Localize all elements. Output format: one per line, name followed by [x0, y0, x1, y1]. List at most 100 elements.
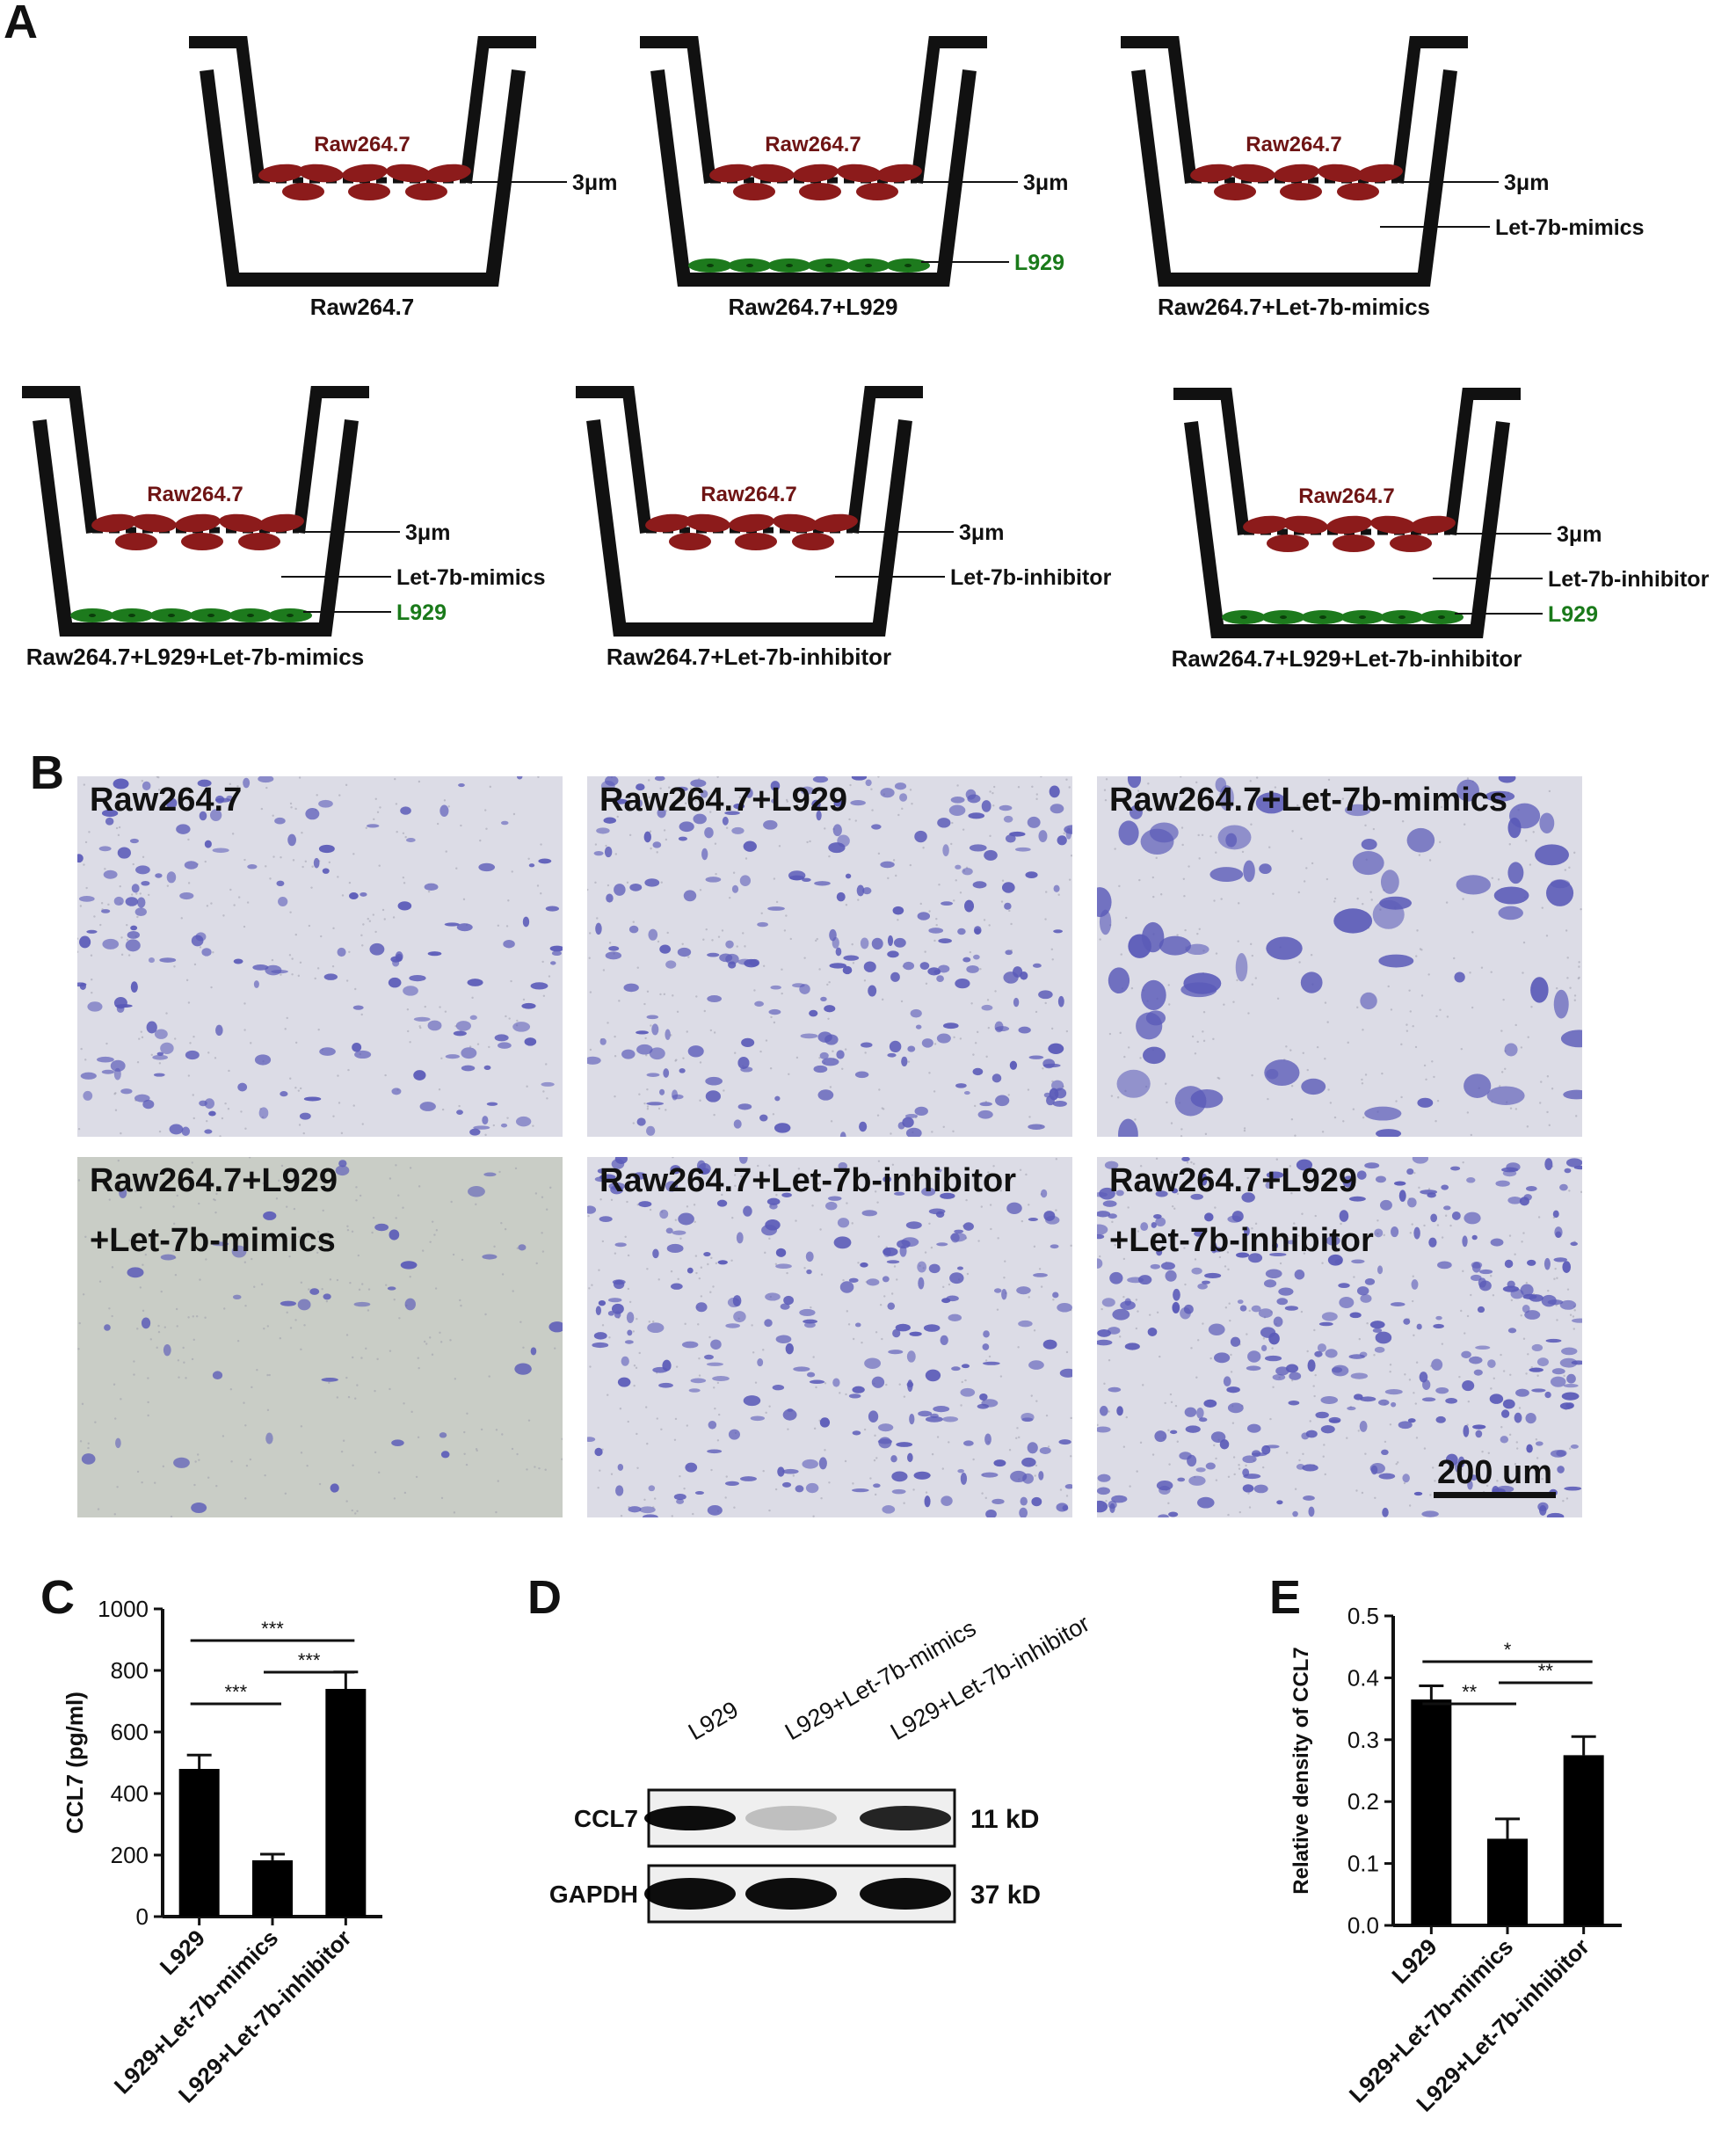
stained-cell — [113, 778, 129, 789]
stained-cell — [212, 1371, 223, 1380]
stained-cell — [887, 935, 894, 947]
stained-cell — [893, 937, 906, 948]
stained-cell — [209, 809, 222, 822]
stained-cell — [1038, 830, 1048, 842]
l929-nucleus — [865, 264, 872, 267]
stained-cell — [1101, 1298, 1115, 1307]
stained-cell — [215, 1024, 223, 1037]
raw-cell-lower — [238, 533, 280, 550]
upper-chamber-label: Raw264.7 — [1298, 484, 1394, 508]
stained-cell — [247, 864, 258, 870]
stained-cell — [1184, 1407, 1197, 1417]
stained-cell — [695, 1302, 708, 1313]
stained-cell — [962, 957, 971, 963]
stained-cell — [737, 1103, 752, 1110]
stained-cell — [921, 1187, 936, 1197]
stained-cell — [551, 950, 562, 957]
stained-cell — [1471, 1234, 1478, 1241]
stained-cell — [413, 1016, 431, 1022]
stained-cell — [954, 1229, 964, 1233]
stained-cell — [800, 786, 814, 795]
stained-cell — [866, 1278, 880, 1286]
stained-cell — [1561, 1347, 1578, 1356]
stained-cell — [832, 824, 842, 837]
stained-cell — [110, 1059, 126, 1072]
stained-cell — [623, 983, 639, 993]
stained-cell — [665, 1181, 678, 1192]
stained-cell — [910, 1008, 922, 1018]
stained-cell — [599, 1037, 607, 1045]
stained-cell — [1372, 1328, 1383, 1333]
stained-cell — [1246, 1423, 1261, 1433]
stained-cell — [1118, 820, 1139, 846]
stained-cell — [614, 884, 626, 896]
stained-cell — [887, 950, 899, 958]
stained-cell — [690, 1378, 707, 1384]
stained-cell — [538, 858, 552, 864]
stained-cell — [1339, 1210, 1349, 1222]
stained-cell — [909, 1331, 922, 1336]
raw-cell-upper — [1370, 515, 1416, 535]
stained-cell — [706, 1362, 723, 1366]
stained-cell — [253, 980, 259, 988]
stained-cell — [1099, 1406, 1108, 1416]
raw-cell-upper — [645, 513, 691, 533]
stained-cell — [237, 1082, 248, 1092]
stained-cell — [683, 890, 697, 902]
well-caption: Raw264.7+L929+Let-7b-mimics — [26, 644, 364, 670]
stained-cell — [833, 799, 844, 807]
stained-cell — [1467, 1480, 1473, 1490]
insert-rim — [22, 386, 369, 534]
stained-cell — [1255, 792, 1288, 814]
stained-cell — [805, 1482, 819, 1494]
y-axis-label: Relative density of CCL7 — [1289, 1647, 1313, 1894]
stained-cell — [979, 1102, 992, 1107]
stained-cell — [880, 788, 895, 798]
stained-cell — [1057, 835, 1067, 846]
stained-cell — [1025, 871, 1038, 879]
stained-cell — [274, 817, 286, 825]
stained-cell — [919, 962, 930, 970]
stained-cell — [1461, 1350, 1471, 1358]
micrograph-stain — [77, 1157, 563, 1517]
stained-cell — [391, 1439, 404, 1446]
stained-cell — [852, 1430, 861, 1436]
stained-cell — [638, 1201, 652, 1208]
stained-cell — [79, 982, 86, 990]
stained-cell — [1320, 1396, 1339, 1404]
stained-cell — [1242, 1455, 1257, 1464]
stained-cell — [593, 1332, 607, 1340]
stained-cell — [902, 1117, 914, 1128]
stained-cell — [1292, 1510, 1298, 1517]
stained-cell — [657, 807, 666, 819]
stained-cell — [409, 974, 426, 982]
stained-cell — [802, 1459, 818, 1469]
stained-cell — [1301, 1078, 1326, 1095]
stained-cell — [1551, 1368, 1565, 1375]
stained-cell — [962, 1222, 974, 1231]
stained-cell — [1151, 1222, 1157, 1228]
stained-cell — [134, 907, 147, 917]
y-tick-label: 0.2 — [1347, 1788, 1379, 1815]
stained-cell — [763, 819, 778, 830]
stained-cell — [848, 1393, 861, 1399]
stained-cell — [403, 986, 418, 996]
stained-cell — [528, 863, 535, 868]
stained-cell — [955, 978, 970, 989]
stained-cell — [862, 887, 872, 895]
stained-cell — [1566, 1373, 1576, 1384]
stained-cell — [103, 870, 118, 879]
stained-cell — [693, 813, 707, 825]
stained-cell — [545, 906, 560, 912]
raw-cell-upper — [386, 164, 432, 183]
stained-cell — [991, 1498, 1005, 1505]
stained-cell — [886, 1260, 900, 1264]
stained-cell — [1507, 1196, 1522, 1204]
stained-cell — [1097, 1500, 1108, 1513]
stained-cell — [1570, 1241, 1578, 1247]
stained-cell — [1433, 1323, 1444, 1329]
stained-cell — [1572, 1318, 1582, 1323]
stained-cell — [617, 1377, 631, 1387]
